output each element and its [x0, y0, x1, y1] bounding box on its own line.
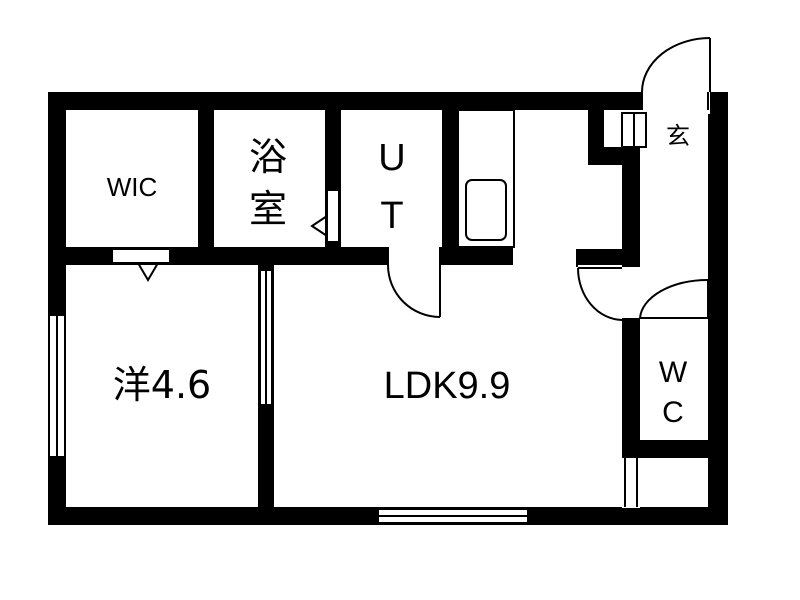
shoe-cabinet [621, 112, 647, 148]
room-label-wc-2: C [662, 396, 684, 429]
room-label-entrance: 玄 [666, 122, 690, 150]
entrance-door [641, 37, 711, 114]
swing-doors [387, 247, 709, 321]
room-label-bath-1: 浴 [249, 135, 287, 179]
room-label-wic: WIC [107, 172, 158, 202]
small-opening [622, 458, 640, 508]
room-label-ut-2: T [380, 195, 403, 237]
kitchen-sink [457, 109, 515, 248]
windows [48, 314, 529, 524]
room-label-ldk: LDK9.9 [384, 365, 511, 407]
room-label-western: 洋4.6 [113, 363, 211, 407]
room-label-ut-1: U [378, 137, 405, 179]
room-label-wc-1: W [659, 356, 688, 389]
sliding-doors [111, 189, 340, 406]
room-label-bath-2: 室 [249, 187, 287, 231]
